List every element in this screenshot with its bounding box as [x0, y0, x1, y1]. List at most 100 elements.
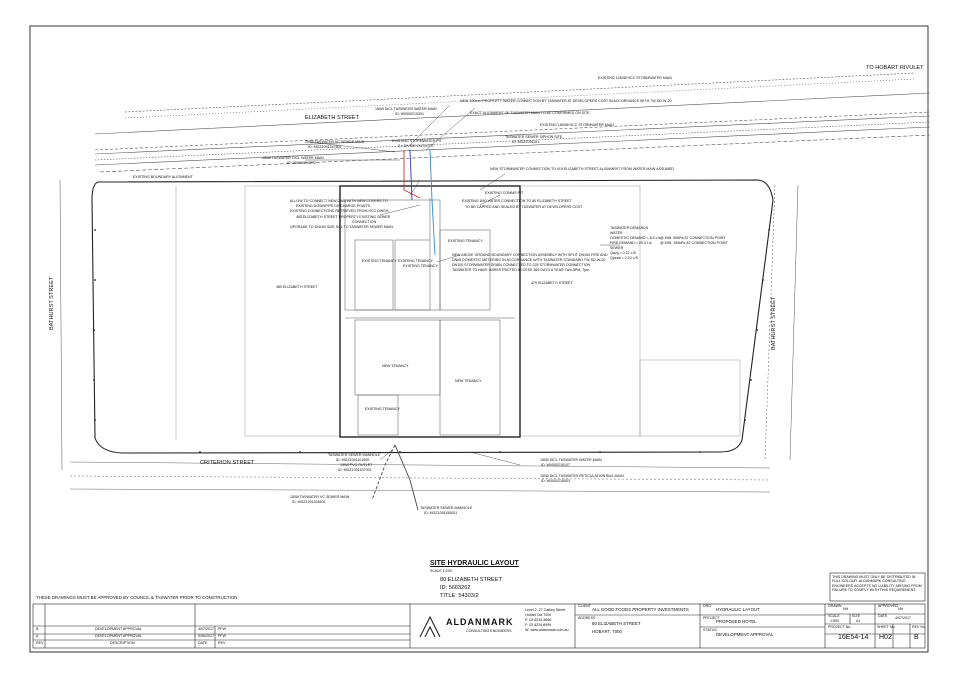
note-dwb-connect-3: EXISTING CONNECTIONS RETRIEVED FROM HCC …	[290, 209, 390, 213]
address-line-2: HOBART, 7000	[592, 629, 622, 634]
approved-label: APPROVED	[878, 604, 898, 608]
aldanmark-logo-mark	[419, 615, 441, 638]
drawn-value: NH	[843, 607, 849, 611]
rev-row-1-rev: B	[36, 627, 39, 631]
room-new-tenancy-2: NEW TENANCY	[455, 379, 482, 383]
note-sewer-main-250: 250Ø TASWATER VC SEWER MAIN	[305, 140, 365, 144]
note-sewer-connection: 485 ELIZABETH STREET PROPERTY EXISTING S…	[296, 215, 391, 219]
note-water-connection-40-cap: TO BE CAPPED AND SEALED BY TASWATER AT D…	[465, 205, 583, 209]
drawn-label: DRAWN	[828, 604, 842, 608]
drawing-label: DRG	[703, 604, 711, 608]
street-label-bathurst-west: BATHURST STREET	[49, 276, 55, 330]
project-value: PROPOSED HOTEL	[716, 619, 757, 624]
company-tagline: CONSULTING ENGINEERS	[466, 629, 512, 633]
address-label: ADDRESS	[578, 616, 596, 620]
lot-label-479: 479 ELIZABETH STREET	[531, 281, 573, 285]
drawing-value: HYDRAULIC LAYOUT	[716, 607, 760, 612]
note-boundary-assembly-3: DN100 STORMWATER DRAIN CONNECTED TO 225 …	[452, 263, 591, 267]
leader-lines	[305, 104, 620, 466]
demands-qavg: Qavg = 0.22 L/S	[610, 251, 637, 255]
note-sewer-manhole-id: ID: MGZ1091101500	[336, 458, 370, 462]
approved-value: NH	[898, 607, 904, 611]
room-tenancy-d: EXISTING TENANCY	[403, 264, 438, 268]
note-comms-pit: EXISTING COMMS PIT	[485, 191, 524, 195]
layout-address: 80 ELIZABETH STREET	[440, 577, 502, 583]
colour-disclaimer: THIS DRAWING MUST ONLY BE DISTRIBUTED IN…	[832, 575, 922, 593]
size-value: A1	[856, 619, 861, 623]
date-value: 4/07/2017	[895, 616, 911, 620]
rev-row-2-rev: A	[36, 634, 39, 638]
demands-fire-note: @ MIN. 150kPa AT CONNECTION POINT	[660, 241, 728, 245]
note-water-main-150-id: ID: W0000219301	[395, 112, 424, 116]
note-stormwater-pit: EXISTING STORMWATER PIT	[392, 139, 442, 143]
client-label: CLIENT	[578, 604, 591, 608]
date-label: DATE	[878, 614, 888, 618]
street-bathurst-lines	[59, 179, 799, 471]
note-sewer-manhole-2-id: ID: MGZ1091155001	[424, 511, 458, 515]
company-line-3: P: 03 6234 8666	[525, 618, 552, 622]
demands-qpeak: Qpeak = 2.10 L/S	[610, 256, 639, 260]
company-line-2: Hobart Tas 7000	[525, 613, 552, 617]
road-lines	[94, 72, 931, 173]
note-boundary-assembly-2: DN65 DOMESTIC METERING IN ACCORDANCE WIT…	[452, 258, 607, 262]
room-new-tenancy-1: NEW TENANCY	[382, 364, 409, 368]
note-sewer-upgrade: UPGRADE TO DN150 SIZE SCL TO TASWATER SE…	[290, 225, 393, 229]
rev-row-2-desc: DEVELOPMENT APPROVAL	[95, 634, 143, 638]
layout-title-ref: TITLE: 54303/2	[440, 593, 479, 599]
address-line-1: 80 ELIZABETH STREET	[592, 621, 641, 626]
rev-value: B	[914, 634, 919, 641]
note-pvc-outlet-id: ID: MGZ1091537001	[338, 468, 372, 472]
note-new-property-water: NEW 100mm PROPERTY WATER CONNECTION BY T…	[460, 99, 672, 103]
project-label: PROJECT	[703, 616, 720, 620]
note-boundary-alignment: EXISTING BOUNDARY ALIGNMENT	[133, 175, 193, 179]
building-rooms	[344, 198, 515, 436]
note-boundary-assembly: NEW ABOVE GROUND BOUNDARY CONNECTION ASS…	[452, 253, 608, 257]
note-boundary-assembly-4: TASWATER TO HAVE UNRESTRICTED ACCESS 365…	[452, 268, 591, 272]
project-no-label: PROJECT No.	[828, 625, 852, 629]
rev-row-1-date: 4/07/2017	[198, 627, 214, 631]
street-criterion-lines	[69, 461, 771, 493]
company-line-1: Level 2, 27 Cattley Street	[525, 608, 566, 612]
sheet-label: SHEET No.	[877, 625, 896, 629]
scale-label: SCALE	[828, 614, 840, 618]
demands-domestic-note: @ MIN. 50kPa AT CONNECTION POINT	[660, 236, 726, 240]
sheet-value: H02	[879, 634, 892, 641]
note-reticulation-main-id: ID: W0000216503	[541, 479, 570, 483]
demands-sewer: SEWER	[610, 246, 624, 250]
demands-title: TASWATER DEMANDS	[610, 226, 649, 230]
room-tenancy-b: EXISTING TENANCY	[362, 259, 397, 263]
rev-header-rev: REV	[36, 641, 44, 645]
room-tenancy-c: EXISTING TENANCY	[398, 259, 433, 263]
lot-label-489: 489 ELIZABETH STREET	[276, 285, 318, 289]
note-sewer-connection-2: CONNECTION	[352, 220, 377, 224]
project-no-value: 16E54-14	[838, 634, 869, 641]
rev-row-2-by: PFW	[218, 634, 226, 638]
note-stormwater-1800: EXISTING 1800Ø HCC STORMWATER MAIN	[540, 123, 614, 127]
note-sewer-manhole-2: TASWATER SEWER MANHOLE	[420, 506, 473, 510]
note-sewer-siphon: TASWATER SEWER SIPHON SITE	[505, 135, 563, 139]
rev-row-2-date: 9/06/2017	[198, 634, 214, 638]
sheet-border	[29, 25, 929, 653]
client-value: ALL GOOD FOODS PROPERTY INVESTMENTS	[592, 607, 689, 612]
note-stormwater-pit-outlets: 3 x DIVIDE OUTLETS	[398, 144, 434, 148]
company-logo-text: ALDANMARK	[446, 617, 514, 627]
demands-water: WATER	[610, 231, 623, 235]
street-label-criterion: CRITERION STREET	[200, 460, 255, 466]
rev-row-1-by: PFW	[218, 627, 226, 631]
room-tenancy-a: EXISTING TENANCY	[448, 239, 483, 243]
site-boundary	[91, 179, 774, 454]
note-sewer-main-250-id: ID: MGZ1091247801	[308, 145, 342, 149]
boundary-markers	[93, 229, 770, 453]
note-sewer-manhole: TASWATER SEWER MANHOLE	[328, 453, 381, 457]
note-cicl-water-main: 150Ø TASWATER CICL WATER MAIN	[262, 156, 324, 160]
scale-value: 1:500	[830, 619, 839, 623]
note-cicl-water-main-id: ID: W0000219272	[287, 161, 316, 165]
rev-header-date: DATE	[198, 641, 208, 645]
approval-note: THESE DRAWINGS MUST BE APPROVED BY COUNC…	[36, 595, 238, 600]
rev-header-by: REV	[218, 641, 226, 645]
layout-id: ID: 5663262	[440, 585, 471, 591]
company-line-4: F: 03 6234 8999	[525, 623, 552, 627]
size-label: SIZE	[852, 614, 860, 618]
